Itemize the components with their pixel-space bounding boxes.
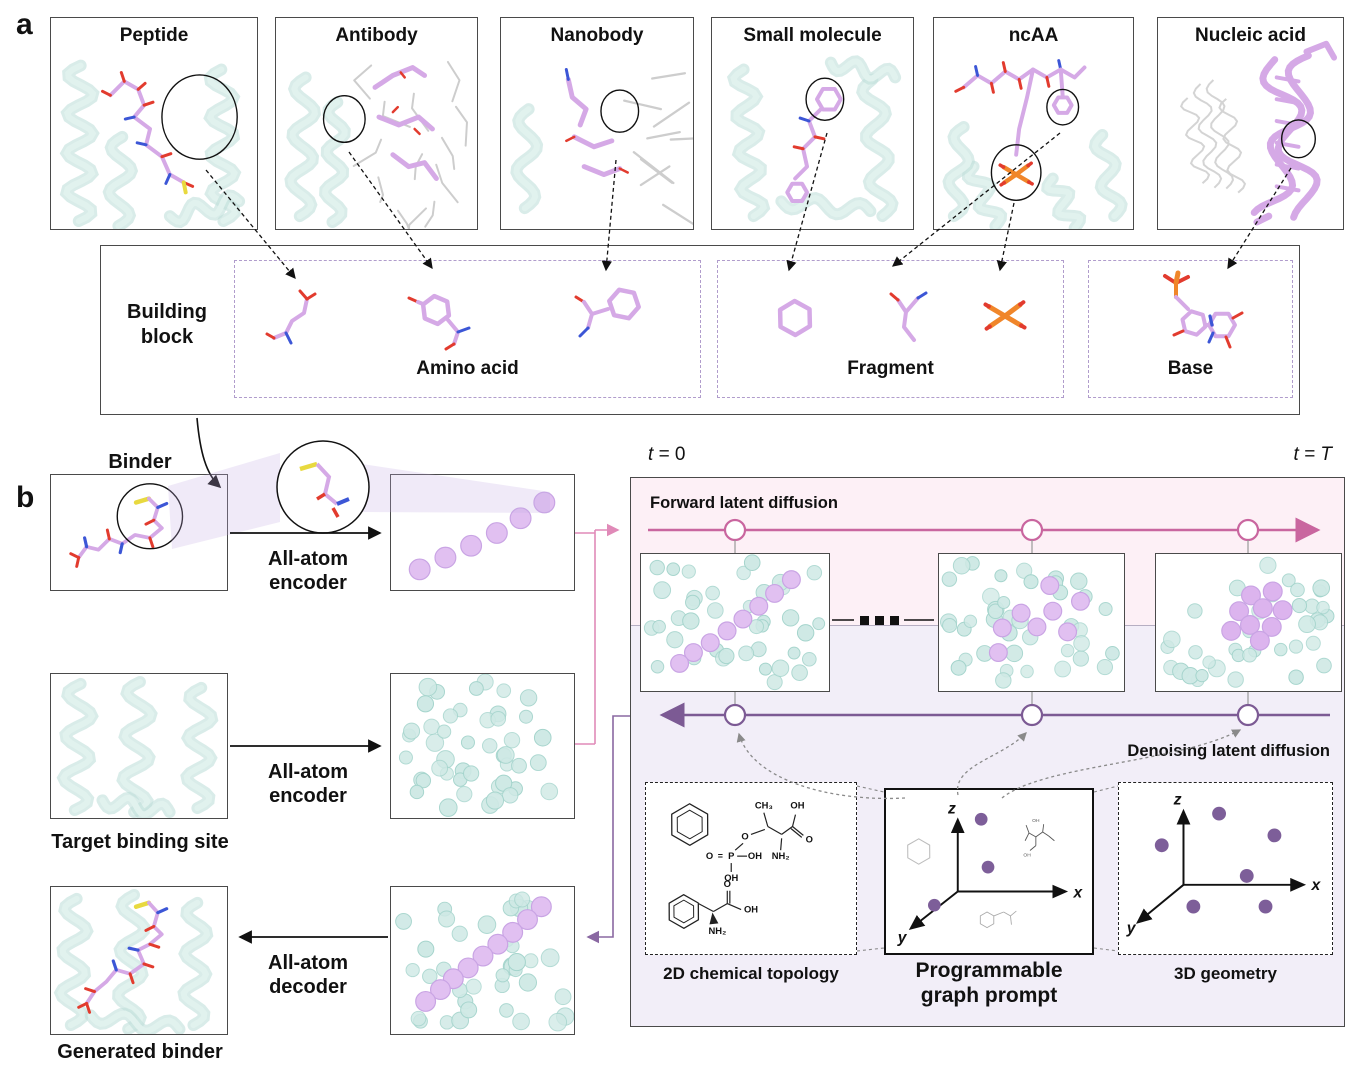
binder-molecule-graphic — [69, 483, 184, 568]
axis-label-z: z — [947, 800, 956, 817]
graph-prompt-label: Programmable graph prompt — [915, 959, 1063, 1008]
panel-b-label: b — [16, 481, 35, 514]
chem-label: NH₂ — [709, 925, 727, 936]
target-latent-dots-graphic — [398, 674, 559, 817]
target-binding-site-label: Target binding site — [51, 831, 229, 853]
panel-title-nucleic-acid: Nucleic acid — [1195, 25, 1306, 46]
axis-label-y: y — [1126, 920, 1137, 937]
amino-acid-2-glyph — [407, 293, 471, 351]
target-helices-graphic — [56, 675, 219, 818]
fragment-group-box — [717, 260, 1064, 398]
ellipsis-dot-3 — [890, 616, 899, 625]
panel-title-ncaa: ncAA — [1008, 25, 1059, 46]
chem-label: P — [728, 850, 734, 861]
target-latent-box — [390, 673, 575, 819]
binder-latent-box — [390, 474, 575, 591]
mini-chem-label: OH — [1032, 818, 1040, 824]
panel-small-molecule: Small molecule — [711, 17, 914, 230]
chem-label: = — [718, 851, 723, 861]
phosphate-fragment-glyph — [983, 300, 1027, 331]
binder-latent-dots-graphic — [408, 491, 556, 581]
base-label: Base — [1167, 358, 1214, 379]
panel-title-small-molecule: Small molecule — [743, 25, 882, 46]
denoising-latent-diffusion-label: Denoising latent diffusion — [1127, 742, 1330, 760]
latent-snapshot-3 — [1155, 553, 1342, 692]
chemical-topology-label: 2D chemical topology — [663, 964, 839, 983]
geometry-label: 3D geometry — [1174, 964, 1277, 983]
binder-label: Binder — [108, 451, 172, 473]
benzene-fragment-glyph — [777, 298, 813, 338]
latent-snapshot-3-graphic — [1160, 556, 1335, 688]
latent-snapshot-1 — [640, 553, 830, 692]
t-end-value: = T — [1304, 444, 1332, 465]
base-group-box — [1088, 260, 1293, 398]
chem-label: OH — [744, 903, 758, 914]
base-nucleotide-glyph — [1163, 270, 1244, 349]
panel-a-label: a — [16, 8, 33, 41]
ellipsis-dot-1 — [860, 616, 869, 625]
geometry-box: z x y — [1118, 782, 1333, 955]
panel-title-nanobody: Nanobody — [550, 25, 644, 46]
graph-prompt-graphic: z x y OH OH — [897, 800, 1084, 946]
panel-nucleic-acid: Nucleic acid — [1157, 17, 1344, 230]
chem-label: O — [806, 833, 813, 844]
panel-title-peptide: Peptide — [119, 25, 189, 46]
chem-label: OH — [724, 872, 738, 883]
t-start-value: = 0 — [658, 444, 686, 465]
t-symbol: t — [648, 444, 654, 465]
panel-antibody: Antibody — [275, 17, 478, 230]
antibody-structure-graphic — [284, 60, 468, 229]
ncaa-structure-graphic — [942, 59, 1128, 229]
latent-snapshot-2-graphic — [939, 556, 1120, 689]
all-atom-encoder-label-2: All-atom encoder — [268, 761, 348, 807]
panel-nanobody: Nanobody — [500, 17, 694, 230]
panel-title-antibody: Antibody — [335, 25, 418, 46]
graph-prompt-box: z x y OH OH — [884, 788, 1094, 955]
generated-binder-label: Generated binder — [57, 1041, 223, 1063]
panel-ncaa: ncAA — [933, 17, 1134, 230]
amino-acid-3-glyph — [574, 287, 641, 338]
fragment-label: Fragment — [847, 358, 934, 379]
t-end-label: t = T — [1240, 444, 1332, 466]
geometry-axes-graphic: z x y — [1126, 792, 1322, 937]
all-atom-decoder-label: All-atom decoder — [268, 952, 348, 998]
generated-binder-box — [50, 886, 228, 1035]
axis-label-x: x — [1072, 884, 1083, 901]
axis-label-y: y — [897, 929, 908, 946]
nucleic-acid-structure-graphic — [1179, 40, 1338, 226]
peptide-structure-graphic — [59, 59, 246, 229]
amide-fragment-glyph — [889, 291, 928, 342]
amino-acid-label: Amino acid — [416, 358, 519, 379]
chem-label: O — [706, 850, 713, 861]
chem-label: O — [741, 830, 748, 841]
nanobody-structure-graphic — [510, 68, 693, 226]
chem-label: O — [724, 878, 731, 889]
chem-label: OH — [748, 850, 762, 861]
ellipsis-dot-2 — [875, 616, 884, 625]
chem-label: OH — [790, 800, 804, 811]
axis-label-z: z — [1173, 792, 1182, 809]
all-atom-encoder-label-1: All-atom encoder — [268, 548, 348, 594]
amino-acid-1-glyph — [265, 289, 317, 345]
forward-latent-diffusion-label: Forward latent diffusion — [650, 494, 838, 512]
generated-binder-graphic — [53, 888, 214, 1034]
chem-label: NH₂ — [772, 850, 790, 861]
decoder-input-latent-box — [390, 886, 575, 1035]
latent-snapshot-1-graphic — [643, 554, 826, 691]
binder-box — [50, 474, 228, 591]
mini-chem-label: OH — [1023, 852, 1031, 858]
chem-label: CH₃ — [755, 800, 773, 811]
axis-label-x: x — [1311, 877, 1322, 894]
decoder-input-dots-graphic — [395, 891, 574, 1032]
target-box — [50, 673, 228, 819]
panel-peptide: Peptide — [50, 17, 258, 230]
building-block-label: Building block — [127, 301, 207, 348]
small-molecule-structure-graphic — [726, 55, 902, 223]
t-symbol-end: t — [1293, 444, 1299, 465]
t-start-label: t = 0 — [648, 444, 686, 466]
latent-snapshot-2 — [938, 553, 1125, 692]
